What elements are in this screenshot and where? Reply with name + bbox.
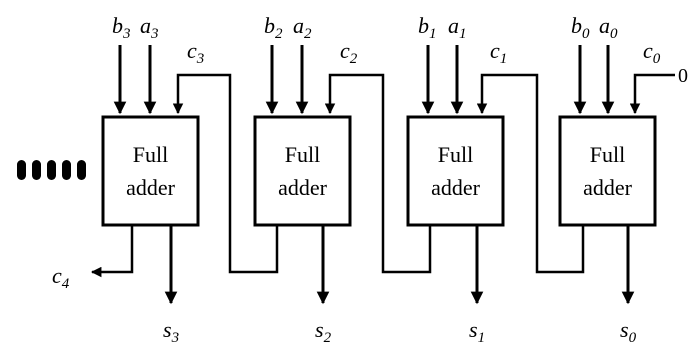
full-adder-0: Full adder — [558, 115, 657, 227]
label-part: 3 — [196, 51, 205, 67]
label-part: a — [599, 13, 610, 38]
label-b0: b0 — [571, 13, 590, 42]
label-part: 0 — [653, 51, 661, 67]
label-c3: c3 — [187, 38, 204, 67]
label-b1: b1 — [418, 13, 437, 42]
adder-label-line1: Full — [438, 142, 473, 167]
label-s0: s0 — [620, 317, 637, 346]
label-s3: s3 — [163, 317, 179, 346]
label-part: s — [163, 317, 172, 342]
label-part: c — [340, 38, 350, 63]
label-part: a — [293, 13, 304, 38]
sum-arrows — [164, 225, 635, 305]
label-b3: b3 — [112, 13, 131, 42]
full-adder-2: Full adder — [253, 115, 352, 227]
label-part: b — [571, 13, 582, 38]
label-part: 1 — [478, 330, 486, 346]
input-labels: b3 a3 b2 a2 b1 a1 b0 a0 — [112, 13, 618, 42]
continuation-dots — [17, 160, 86, 180]
label-part: 2 — [324, 330, 332, 346]
label-part: 0 — [610, 26, 618, 42]
full-adder-3: Full adder — [101, 115, 200, 227]
label-part: 0 — [582, 26, 590, 42]
adder-label-line2: adder — [583, 175, 633, 200]
label-c4: c4 — [52, 263, 70, 292]
label-part: a — [448, 13, 459, 38]
label-part: b — [264, 13, 275, 38]
adder-label-line2: adder — [431, 175, 481, 200]
label-b2: b2 — [264, 13, 283, 42]
adder-label-line2: adder — [126, 175, 176, 200]
label-part: c — [187, 38, 197, 63]
label-part: 1 — [459, 26, 467, 42]
label-part: 3 — [171, 330, 180, 346]
carry-wires — [90, 73, 675, 278]
label-c1: c1 — [490, 38, 507, 67]
label-part: c — [490, 38, 500, 63]
full-adder-1: Full adder — [406, 115, 505, 227]
adder-label-line1: Full — [133, 142, 168, 167]
adder-label-line1: Full — [285, 142, 320, 167]
label-part: c — [52, 263, 62, 288]
label-c2: c2 — [340, 38, 358, 67]
label-s1: s1 — [469, 317, 485, 346]
label-part: b — [112, 13, 123, 38]
label-a1: a1 — [448, 13, 467, 42]
label-s2: s2 — [315, 317, 332, 346]
carry-in-value: 0 — [678, 65, 688, 87]
label-a3: a3 — [140, 13, 159, 42]
input-arrows — [113, 45, 615, 115]
adder-label-line2: adder — [278, 175, 328, 200]
label-part: b — [418, 13, 429, 38]
label-a2: a2 — [293, 13, 312, 42]
label-part: a — [140, 13, 151, 38]
label-part: s — [620, 317, 629, 342]
label-part: 2 — [304, 26, 312, 42]
sum-labels: s3 s2 s1 s0 — [163, 317, 637, 346]
label-part: 3 — [122, 26, 131, 42]
label-part: 2 — [275, 26, 283, 42]
label-part: 1 — [429, 26, 437, 42]
label-part: s — [469, 317, 478, 342]
carry-labels: c3 c2 c1 c0 0 c4 — [52, 38, 688, 292]
label-part: 0 — [629, 330, 637, 346]
label-part: 1 — [500, 51, 508, 67]
label-part: 4 — [62, 276, 70, 292]
label-part: 2 — [350, 51, 358, 67]
label-a0: a0 — [599, 13, 618, 42]
label-part: c — [643, 38, 653, 63]
label-part: s — [315, 317, 324, 342]
adder-label-line1: Full — [590, 142, 625, 167]
label-part: 3 — [150, 26, 159, 42]
label-c0: c0 — [643, 38, 661, 67]
